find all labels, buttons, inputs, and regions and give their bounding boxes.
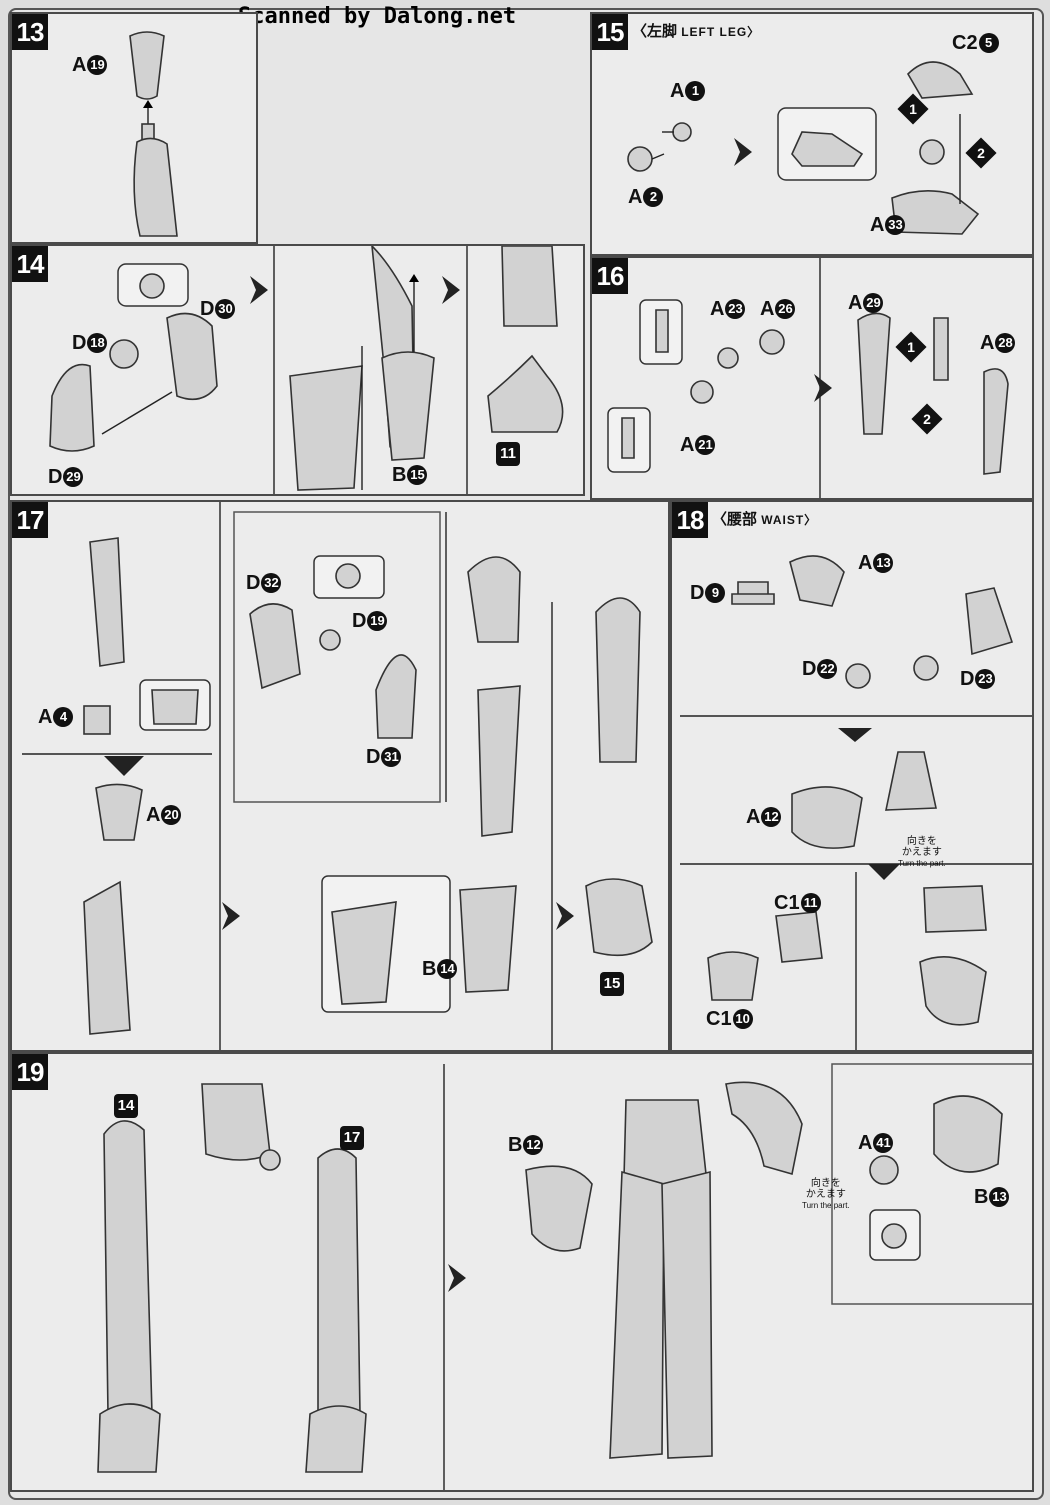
step-number: 19 — [12, 1054, 48, 1090]
step-15-diagram — [627, 61, 980, 235]
ref-step-14: 14 — [114, 1094, 138, 1118]
watermark: Scanned by Dalong.net — [238, 4, 517, 29]
ref-step-17: 17 — [340, 1126, 364, 1150]
step-14-diagram — [49, 246, 564, 494]
step-16-diagram — [607, 258, 1009, 498]
step-17-diagram — [22, 502, 653, 1050]
step-number: 14 — [12, 246, 48, 282]
step-number: 13 — [12, 14, 48, 50]
step-number: 18 — [672, 502, 708, 538]
step-18-diagram — [680, 555, 1032, 1050]
ref-step-11: 11 — [496, 442, 520, 466]
ref-step-15: 15 — [600, 972, 624, 996]
sequence-marker-2: 2 — [965, 137, 997, 169]
step-number: 16 — [592, 258, 628, 294]
step-13-diagram — [129, 31, 178, 237]
sequence-marker-2: 2 — [911, 403, 943, 435]
step-title: 〈腰部 WAIST〉 — [712, 511, 818, 528]
sequence-marker-1: 1 — [897, 93, 929, 125]
step-number: 17 — [12, 502, 48, 538]
step-title: 〈左脚 LEFT LEG〉 — [632, 23, 761, 40]
step-number: 15 — [592, 14, 628, 50]
step-19-diagram — [97, 1063, 1032, 1490]
sequence-marker-1: 1 — [895, 331, 927, 363]
